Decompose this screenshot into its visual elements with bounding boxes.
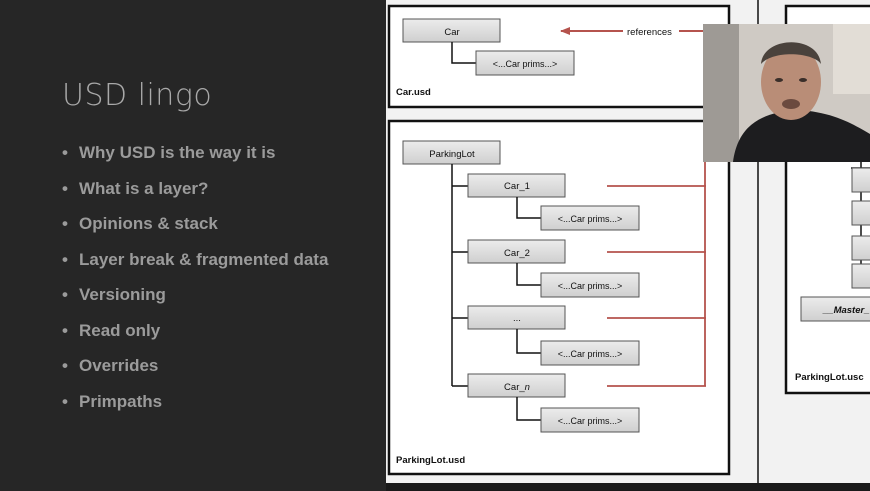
bullet-item: • Opinions & stack [62, 211, 328, 247]
bullet-list: • Why USD is the way it is • What is a lay… [62, 140, 328, 424]
references-label: references [627, 27, 672, 38]
child-connector [516, 397, 541, 421]
bullet-dot: • [62, 249, 68, 269]
car-prims-label: <...Car prims...> [558, 416, 623, 426]
child-connector [516, 197, 541, 219]
car-prims-label: <...Car prims...> [558, 281, 623, 291]
bullet-text: What is a layer? [79, 178, 209, 198]
car-root-prim-label: Car [444, 27, 459, 38]
bullet-item: • What is a layer? [62, 176, 328, 212]
bullet-text: Layer break & fragmented data [79, 249, 329, 269]
presenter-video-icon [703, 24, 870, 162]
bullet-item: • Primpaths [62, 389, 328, 425]
bullet-item: • Layer break & fragmented data [62, 247, 328, 283]
car-instance-label: Car_1 [504, 181, 530, 192]
car-prims-box [540, 407, 640, 433]
bullet-text: Opinions & stack [79, 214, 218, 233]
slide-title: USD lingo [62, 78, 213, 113]
car-prims-box [540, 272, 640, 298]
car-instance-suffix: 2 [525, 248, 530, 259]
bullet-text: Primpaths [79, 391, 163, 411]
bullet-dot: • [62, 391, 68, 411]
bottom-edge [386, 483, 870, 491]
bullet-item: • Versioning [62, 282, 328, 318]
partial-prim-box [851, 263, 870, 289]
master-prim-label: __Master_ [822, 305, 869, 316]
bullet-text: Why USD is the way it is [79, 143, 276, 162]
car-instance-prefix: ... [513, 313, 521, 324]
bullet-dot: • [62, 214, 68, 233]
child-connector [516, 329, 541, 354]
car-file-label: Car.usd [396, 87, 431, 98]
car-child-prim-box [475, 50, 575, 76]
diagram-canvas: Car <...Car prims...> Car.usd references… [387, 0, 870, 483]
car-instance-label: ... [513, 313, 521, 324]
car-instance-prefix: Car_ [504, 382, 525, 393]
bullet-item: • Read only [62, 318, 328, 354]
car-prims-box [540, 340, 640, 366]
partial-prim-box [851, 235, 870, 261]
slide-panel: USD lingo • Why USD is the way it is • Wha… [0, 0, 386, 491]
bullet-dot: • [62, 178, 68, 198]
car-tree-connector [451, 42, 476, 64]
car-prims-label: <...Car prims...> [558, 214, 623, 224]
bullet-dot: • [62, 356, 68, 375]
bullet-dot: • [62, 320, 68, 340]
bullet-dot: • [62, 143, 68, 162]
bullet-text: Read only [79, 320, 161, 340]
partial-prim-box [851, 200, 870, 226]
car-instance-label: Car_n [504, 382, 530, 393]
bullet-item: • Why USD is the way it is [62, 140, 328, 176]
car-prims-box [540, 205, 640, 231]
parkinglot-root-prim-label: ParkingLot [429, 149, 475, 160]
child-connector [516, 263, 541, 286]
presenter-video [703, 24, 870, 162]
bullet-item: • Overrides [62, 353, 328, 389]
car-prims-label: <...Car prims...> [558, 349, 623, 359]
car-instance-suffix: 1 [525, 181, 530, 192]
partial-prim-box [851, 167, 870, 193]
bullet-text: Overrides [79, 356, 159, 375]
bullet-dot: • [62, 285, 68, 304]
car-instance-suffix: n [525, 382, 530, 393]
car-child-prim-label: <...Car prims...> [493, 59, 558, 69]
partial-file-label: ParkingLot.usc [795, 372, 864, 383]
car-instance-label: Car_2 [504, 248, 530, 259]
master-prim-box [800, 296, 870, 322]
bullet-text: Versioning [79, 285, 166, 304]
car-instance-prefix: Car_ [504, 181, 525, 192]
car-instance-prefix: Car_ [504, 248, 525, 259]
parkinglot-file-label: ParkingLot.usd [396, 455, 465, 466]
